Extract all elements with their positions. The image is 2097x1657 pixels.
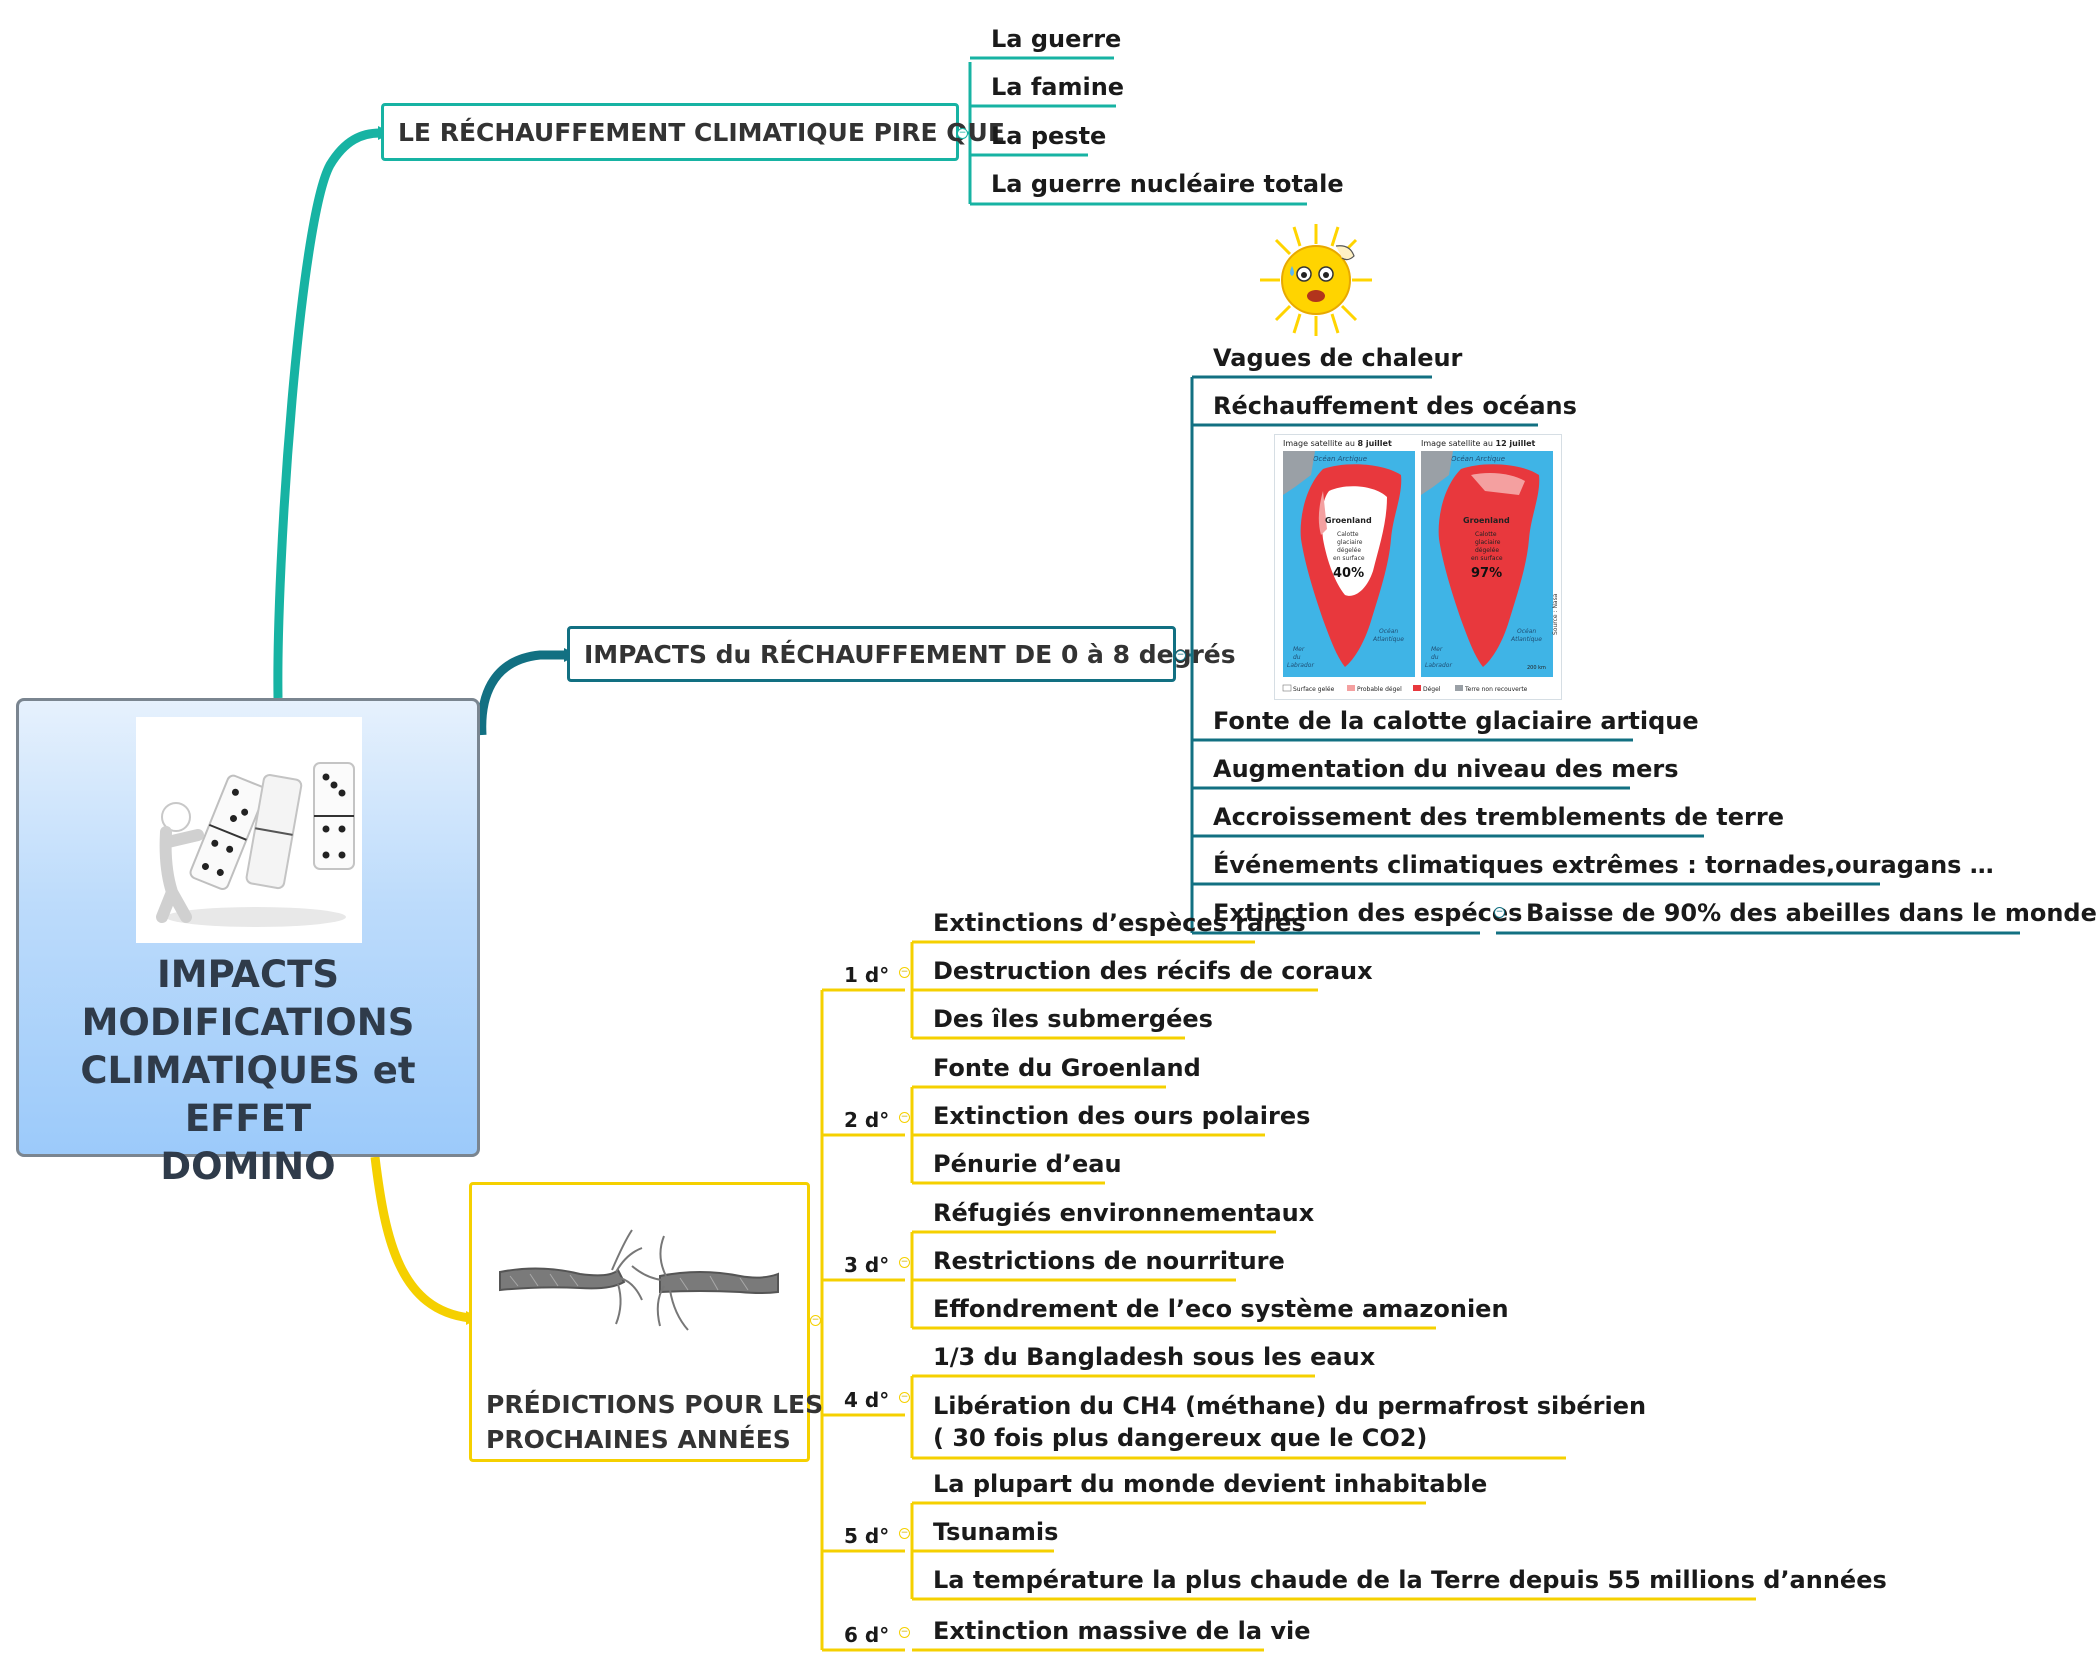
leaf-item[interactable]: Événements climatiques extrêmes : tornad… [1213,851,1994,879]
collapse-toggle-icon[interactable]: − [810,1315,821,1326]
leaf-item[interactable]: Pénurie d’eau [933,1150,1122,1178]
leaf-item[interactable]: La famine [991,73,1125,101]
map-legend-item: Dégel [1423,686,1441,693]
map-legend-item: Surface gelée [1293,686,1335,693]
degree-label-3: 3 d° [844,1253,890,1277]
leaf-item[interactable]: Réfugiés environnementaux [933,1199,1315,1227]
leaf-item[interactable]: Tsunamis [933,1518,1059,1546]
leaf-item[interactable]: Extinctions d’espèces rares [933,909,1306,937]
degree-label-5: 5 d° [844,1524,890,1548]
leaf-item[interactable]: Fonte de la calotte glaciaire artique [1213,707,1699,735]
map-legend-item: Terre non recouverte [1464,686,1528,693]
leaf-item[interactable]: Réchauffement des océans [1213,392,1577,420]
broken-rope-illustration [499,1220,779,1340]
map-scale-label: 200 km [1527,665,1546,671]
leaf-item[interactable]: Fonte du Groenland [933,1054,1201,1082]
central-title-line: CLIMATIQUES et EFFET [80,1049,416,1140]
greenland-melt-map-image: Image satellite au 8 juillet Océan Arcti… [1274,434,1562,700]
map-land-label: Groenland [1325,516,1372,525]
collapse-toggle-icon[interactable]: − [957,128,968,139]
leaf-item[interactable]: Augmentation du niveau des mers [1213,755,1679,783]
leaf-item-line: ( 30 fois plus dangereux que le CO2) [933,1424,1428,1452]
leaf-item[interactable]: Effondrement de l’eco système amazonien [933,1295,1509,1323]
degree-label-2: 2 d° [844,1108,890,1132]
map-ocean-label: Océan Arctique [1451,455,1505,463]
leaf-item[interactable]: Accroissement des tremblements de terre [1213,803,1784,831]
mind-map-canvas: IMPACTS MODIFICATIONS CLIMATIQUES et EFF… [16,25,2097,1652]
degree-label-4: 4 d° [844,1388,890,1412]
leaf-item[interactable]: La peste [991,122,1107,150]
leaf-item[interactable]: La plupart du monde devient inhabitable [933,1470,1488,1498]
collapse-toggle-icon[interactable]: − [899,1257,910,1268]
domino-illustration [136,717,362,943]
leaf-item-multiline[interactable]: Libération du CH4 (méthane) du permafros… [912,1390,1646,1454]
branch-pire-que[interactable]: LE RÉCHAUFFEMENT CLIMATIQUE PIRE QUE [381,103,1005,161]
collapse-toggle-icon[interactable]: − [1175,650,1186,661]
leaf-item[interactable]: La guerre nucléaire totale [991,170,1344,198]
map-source-label: Source : Nasa [1552,593,1559,635]
central-title-line: DOMINO [160,1145,336,1188]
leaf-item[interactable]: 1/3 du Bangladesh sous les eaux [933,1343,1376,1371]
central-title-line: MODIFICATIONS [81,1001,415,1044]
connector-lines [273,56,2020,1652]
leaf-item[interactable]: La guerre [991,25,1122,53]
leaf-item[interactable]: Vagues de chaleur [1213,344,1463,372]
map-left-percent: 40% [1333,566,1364,581]
leaf-item[interactable]: Destruction des récifs de coraux [933,957,1373,985]
leaf-item[interactable]: Extinction massive de la vie [933,1617,1311,1645]
branch-impacts-title: IMPACTS du RÉCHAUFFEMENT DE 0 à 8 degrés [584,640,1236,669]
sub-leaf-item[interactable]: Baisse de 90% des abeilles dans le monde [1526,899,2097,927]
central-topic[interactable]: IMPACTS MODIFICATIONS CLIMATIQUES et EFF… [16,698,480,1188]
collapse-toggle-icon[interactable]: − [1494,907,1505,918]
map-land-label: Groenland [1463,516,1510,525]
branch-predictions-title: PRÉDICTIONS POUR LES PROCHAINES ANNÉES [486,1387,823,1457]
sweating-sun-icon [1260,224,1372,336]
branch-impacts-degres[interactable]: IMPACTS du RÉCHAUFFEMENT DE 0 à 8 degrés [567,626,1236,682]
leaf-item[interactable]: Extinction des espéces [1213,899,1523,927]
degree-label-1: 1 d° [844,963,890,987]
collapse-toggle-icon[interactable]: − [899,967,910,978]
collapse-toggle-icon[interactable]: − [899,1392,910,1403]
collapse-toggle-icon[interactable]: − [899,1528,910,1539]
leaf-item[interactable]: La température la plus chaude de la Terr… [933,1566,1887,1594]
leaf-item[interactable]: Des îles submergées [933,1005,1213,1033]
map-ocean-label: Océan Arctique [1313,455,1367,463]
map-legend-item: Probable dégel [1357,686,1402,693]
central-topic-title: IMPACTS MODIFICATIONS CLIMATIQUES et EFF… [19,951,477,1191]
branch-predictions-title-line: PROCHAINES ANNÉES [486,1425,791,1454]
leaf-item[interactable]: Restrictions de nourriture [933,1247,1285,1275]
branch-pire-que-title: LE RÉCHAUFFEMENT CLIMATIQUE PIRE QUE [398,118,1005,147]
central-title-line: IMPACTS [157,953,339,996]
collapse-toggle-icon[interactable]: − [899,1112,910,1123]
branch-predictions-title-line: PRÉDICTIONS POUR LES [486,1390,824,1419]
map-left-caption: Image satellite au 8 juillet [1283,439,1392,448]
leaf-item-line: Libération du CH4 (méthane) du permafros… [933,1392,1647,1420]
map-right-percent: 97% [1471,566,1502,581]
leaf-item[interactable]: Extinction des ours polaires [933,1102,1311,1130]
collapse-toggle-icon[interactable]: − [899,1627,910,1638]
map-right-caption: Image satellite au 12 juillet [1421,439,1536,448]
degree-label-6: 6 d° [844,1623,890,1647]
